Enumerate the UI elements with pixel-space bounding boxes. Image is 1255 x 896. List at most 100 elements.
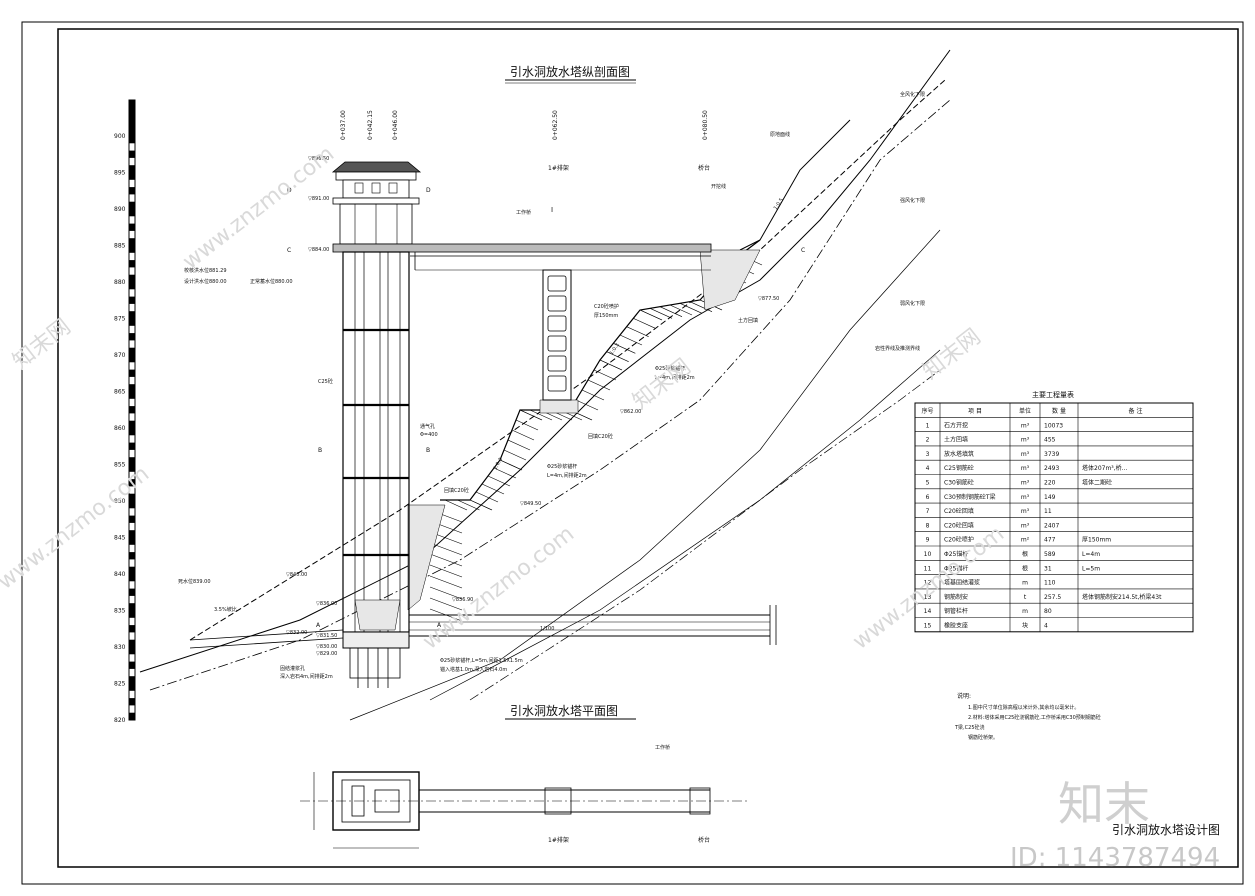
annotation: 岩性界线及推测界线 [875, 345, 920, 352]
table-cell: m³ [1021, 465, 1030, 472]
table-cell: 3739 [1044, 451, 1059, 458]
table-cell: 12 [924, 580, 932, 587]
station-label: 0+062.50 [552, 110, 559, 140]
notes-line: 2.材料:塔体采用C25砼浇钢筋砼,工作桥采用C30预制钢筋砼 [968, 714, 1101, 721]
notes-line: 1.图中尺寸单位除高程以米计外,其余均以毫米计。 [968, 704, 1079, 711]
bent-column [542, 269, 572, 401]
annotation: 厚150mm [594, 313, 618, 319]
table-cell: 2 [926, 437, 930, 444]
watermark-brand: 知末网 [918, 324, 985, 384]
table-cell: 455 [1044, 437, 1056, 444]
table-cell: 13 [924, 594, 932, 601]
table-cell: 10073 [1044, 422, 1063, 429]
table-cell: 15 [924, 623, 932, 630]
annotation: L=4m,间排距2m [655, 374, 695, 381]
dashed-slope-line [189, 79, 946, 641]
annotation: 强风化下限 [900, 197, 925, 204]
table-cell: m³ [1021, 451, 1030, 458]
table-cell: m³ [1021, 494, 1030, 501]
table-cell: 根 [1022, 564, 1028, 572]
notes-line: T梁,C25砼浇 [954, 724, 985, 731]
elevation-label: ▽831.50 [316, 633, 337, 639]
table-cell: 589 [1044, 551, 1056, 558]
elevation-tick-label: 860 [114, 425, 126, 432]
station-label: 0+046.00 [392, 110, 399, 140]
inner-frame [57, 28, 1239, 868]
annotation: 工作桥 [516, 209, 531, 216]
elevation-tick-label: 820 [114, 717, 126, 724]
elevation-label: ▽836.90 [452, 597, 473, 603]
plan-bridge-label: 工作桥 [655, 744, 670, 751]
section-mark: D [426, 187, 431, 194]
table-cell: t [1024, 594, 1027, 601]
table-cell: 257.5 [1044, 594, 1061, 601]
annotation: 3.5%坡比 [214, 606, 237, 613]
elevation-label: ▽849.50 [520, 501, 541, 507]
original-ground-line [139, 49, 951, 673]
table-cell: 根 [1022, 550, 1028, 558]
table-cell: 土方回填 [944, 436, 968, 444]
table-cell: 149 [1044, 494, 1056, 501]
annotation: 深入岩石4m,间排距2m [280, 673, 333, 680]
annotation: 原地面线 [770, 131, 790, 138]
watermark-text: www.znzmo.com [178, 141, 339, 274]
elevation-tick-label: 885 [114, 243, 126, 250]
strong-weathering-line [349, 229, 941, 721]
table-cell: 80 [1044, 608, 1052, 615]
table-cell: 块 [1022, 622, 1028, 630]
table-cell: 橡胶支座 [944, 622, 968, 630]
table-cell: 1 [926, 422, 930, 429]
annotation: 弱风化下限 [900, 300, 925, 307]
table-cell: L=5m [1082, 565, 1100, 572]
table-cell: Φ25锚杆 [944, 550, 968, 558]
annotation: 回填C20砼 [588, 433, 613, 440]
section-mark: C [287, 247, 291, 254]
station-label: 0+080.50 [702, 110, 709, 140]
table-cell: C20砼回填 [944, 521, 974, 529]
outer-frame [21, 21, 1244, 885]
elevation-tick-label: 870 [114, 352, 126, 359]
elevation-label: ▽862.00 [620, 409, 641, 415]
table-cell: 110 [1044, 580, 1056, 587]
annotation: 土方回填 [738, 317, 758, 324]
table-cell: 石方开挖 [944, 421, 968, 429]
table-cell: 220 [1044, 480, 1056, 487]
table-cell: L=4m [1082, 551, 1100, 558]
table-cell: 11 [1044, 508, 1052, 515]
table-cell: 4 [926, 465, 930, 472]
table-cell: 塔基固结灌浆 [944, 579, 980, 587]
table-cell: 钢筋制安 [944, 593, 968, 601]
table-cell: 6 [926, 494, 930, 501]
table-cell: Φ25锚杆 [944, 564, 968, 572]
section-mark: C [801, 247, 805, 254]
table-cell: 7 [926, 508, 930, 515]
table-header-cell: 项 目 [968, 408, 982, 415]
backfill-wedge-lower [407, 504, 446, 611]
elevation-tick-label: 845 [114, 535, 126, 542]
watermark-brand: 知末网 [628, 354, 695, 414]
table-cell: 2493 [1044, 465, 1059, 472]
plan-title: 引水洞放水塔平面图 [510, 703, 618, 718]
table-cell: 放水塔填筑 [944, 450, 974, 458]
table-cell: 厚150mm [1082, 537, 1111, 544]
table-header-cell: 序号 [921, 407, 933, 415]
annotation: 开挖线 [711, 183, 726, 190]
shotcrete-pad [539, 399, 579, 414]
annotation: 全风化下限 [900, 91, 925, 98]
table-header-cell: 备 注 [1129, 407, 1143, 415]
annotation: 通气孔 [420, 423, 435, 430]
watermark-id: ID: 1143787494 [1010, 843, 1220, 873]
elevation-labels: ▽896.50 ▽891.00 ▽884.00 校核洪水位881.29 设计洪水… [178, 156, 779, 657]
elevation-tick-label: 865 [114, 389, 126, 396]
table-cell: C25钢筋砼 [944, 464, 974, 472]
annotation: C25砼 [318, 378, 333, 385]
weak-weathering-line [429, 349, 941, 701]
table-cell: m³ [1021, 522, 1030, 529]
table-header-cell: 单位 [1019, 407, 1031, 415]
table-cell: 9 [926, 537, 930, 544]
plan-pier-label: 桥台 [698, 836, 710, 844]
table-cell: 11 [924, 565, 932, 572]
elevation-label: ▽829.00 [316, 651, 337, 657]
table-cell: C20砼喷护 [944, 536, 974, 544]
backfill-wedge-upper [699, 249, 761, 311]
